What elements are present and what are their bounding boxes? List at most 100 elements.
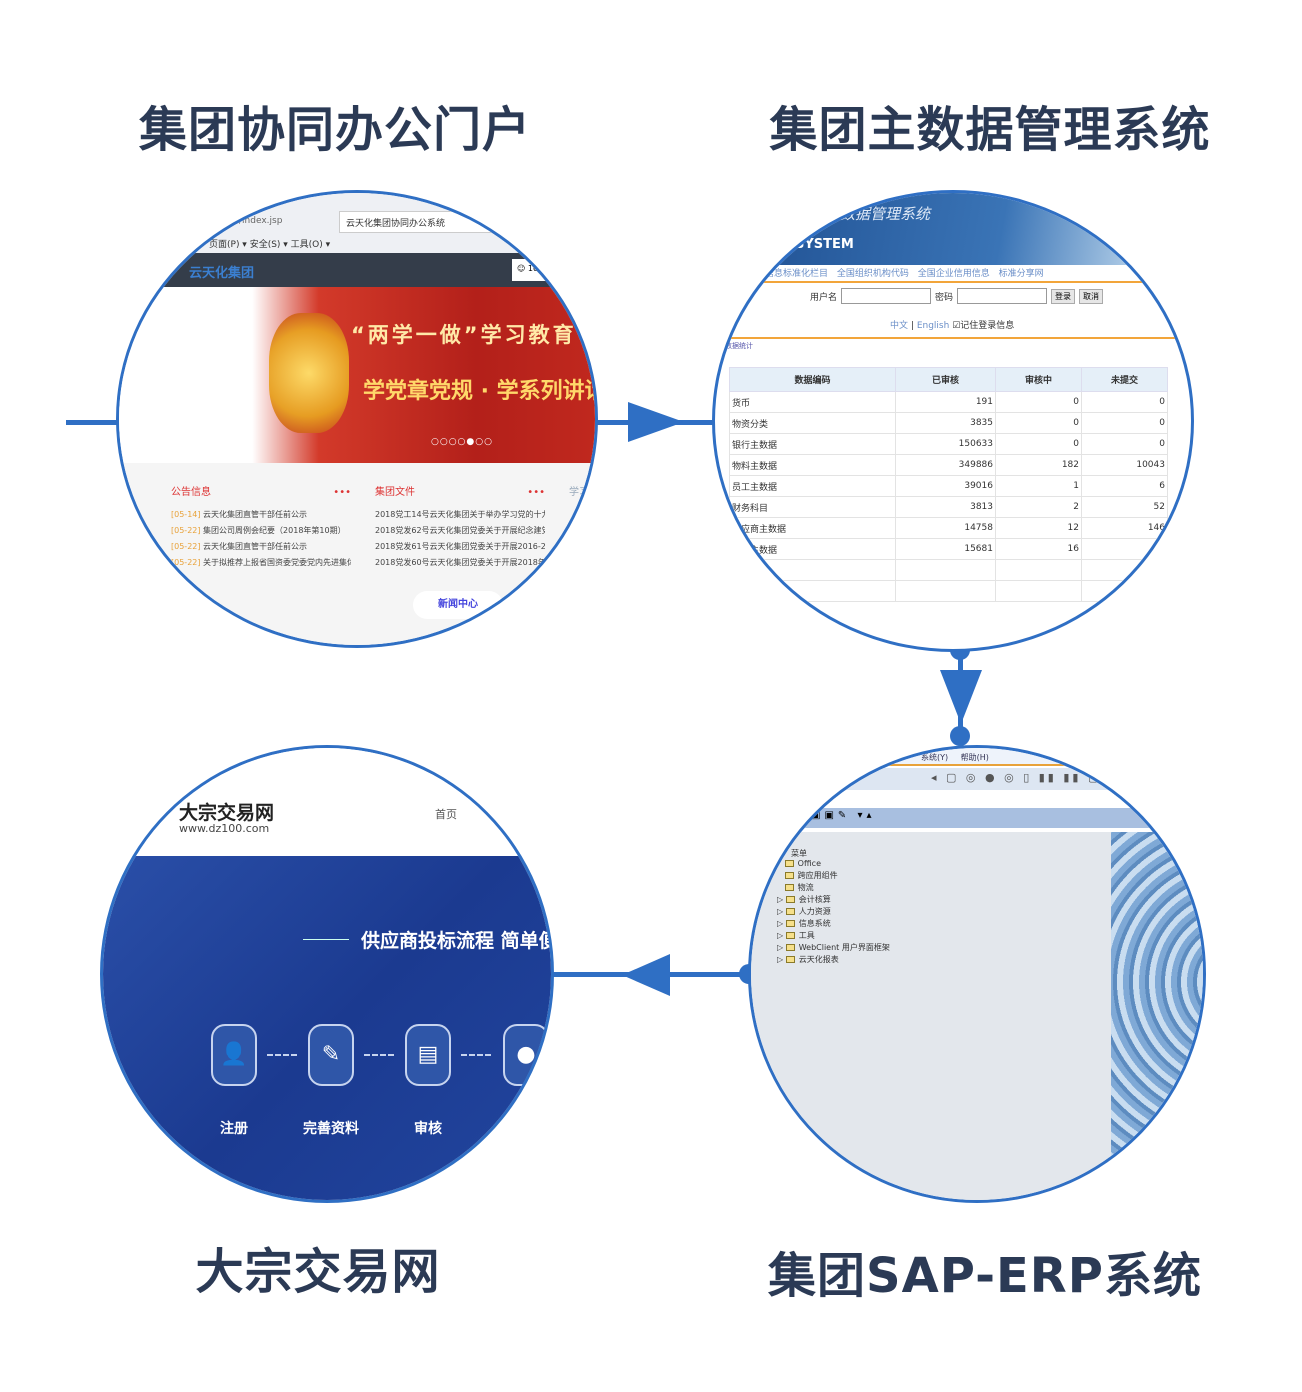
folder-icon — [784, 872, 794, 879]
lang-cn-link[interactable]: 中文 — [890, 321, 909, 331]
table-cell: 0 — [1081, 433, 1168, 455]
top-links: 信息标准化栏目 全国组织机构代码 全国企业信用信息 标准分享网 — [765, 266, 1044, 279]
link[interactable]: 标准分享网 — [998, 269, 1044, 279]
table-cell: 员工主数据 — [729, 475, 896, 497]
link[interactable]: 全国组织机构代码 — [836, 269, 909, 279]
nav-home[interactable]: 首页 — [435, 808, 457, 821]
folder-icon — [785, 944, 795, 951]
banner[interactable] — [119, 287, 595, 463]
list-item[interactable]: 2018党工14号云天化集团关于举办学习党的十九大... — [375, 510, 545, 519]
tree-item[interactable]: Office — [777, 858, 890, 870]
table-cell: 15681 — [895, 538, 996, 560]
remember-checkbox[interactable]: ☑记住登录信息 — [952, 321, 1015, 331]
site-url: www.dz100.com — [179, 822, 270, 835]
table-cell: 2 — [995, 496, 1082, 518]
list-item[interactable]: [05-22] 云天化集团直管干部任前公示 — [171, 542, 308, 551]
tree-item[interactable]: ▷ WebClient 用户界面框架 — [777, 943, 890, 952]
table-cell: 10043 — [1081, 454, 1168, 476]
sap-menu-tree — [751, 832, 1111, 1200]
step-label: 注册 — [220, 1121, 248, 1137]
table-cell: 0 — [995, 433, 1082, 455]
table-cell: 1 — [995, 475, 1082, 497]
browser-menu[interactable]: 页面(P) ▾ 安全(S) ▾ 工具(O) ▾ — [209, 240, 331, 250]
edit-profile-icon[interactable]: ✎ — [308, 1024, 354, 1086]
tree-list: Office 跨应用组件 物流▷ 会计核算 ▷ 人力资源 ▷ 信息系统 ▷ 工具 ▷ W… — [777, 858, 890, 966]
login-button[interactable]: 登录 — [1051, 288, 1076, 304]
folder-icon — [785, 932, 795, 939]
mouse-icon[interactable]: ● — [503, 1024, 549, 1086]
list-item[interactable]: 2018党发62号云天化集团党委关于开展纪念建党9... — [375, 526, 545, 535]
title-sap-erp: 集团SAP-ERP系统 — [768, 1248, 1202, 1304]
password-input[interactable] — [957, 288, 1048, 304]
table-cell: 供应商主数据 — [729, 517, 896, 539]
title-bulk-trade: 大宗交易网 — [195, 1244, 441, 1300]
table-cell: 0 — [995, 412, 1082, 434]
sap-spacer — [751, 790, 1203, 808]
step-label: 审核 — [414, 1121, 442, 1137]
folder-icon — [784, 884, 794, 891]
tree-item[interactable]: ▷ 工具 — [777, 931, 815, 940]
table-header-row: 数据编码 已审核 审核中 未提交 — [729, 367, 1168, 392]
news-center-button[interactable]: 新闻中心 — [413, 591, 503, 619]
list-item[interactable]: [05-14] 云天化集团直管干部任前公示 — [171, 510, 308, 519]
tree-item[interactable]: ▷ 信息系统 — [777, 919, 831, 928]
more-icon[interactable]: ••• — [333, 487, 351, 498]
lang-en-link[interactable]: English — [916, 321, 950, 331]
folder-icon — [785, 956, 795, 963]
register-user-icon[interactable]: 👤 — [211, 1024, 257, 1086]
table-row-empty — [729, 580, 1168, 602]
carousel-dots[interactable]: ○○○○●○○ — [431, 437, 493, 447]
site-logo: 云天化集团 — [189, 266, 255, 281]
tree-item[interactable]: 跨应用组件 — [777, 870, 890, 882]
list-item[interactable]: 2018党发61号云天化集团党委关于开展2016-2017... — [375, 542, 545, 551]
tree-item[interactable]: 物流 — [777, 882, 890, 894]
table-cell: 0 — [995, 391, 1082, 413]
list-item[interactable]: [05-22] 集团公司周例会纪要（2018年第10期） — [171, 526, 346, 535]
tree-item[interactable]: ▷ 会计核算 — [777, 895, 831, 904]
table-cell: 3813 — [895, 496, 996, 518]
arrow-left-icon — [622, 954, 670, 996]
folder-icon — [785, 896, 795, 903]
sap-menu-bar[interactable]: 系统(Y) 帮助(H) — [751, 748, 1203, 766]
link[interactable]: 全国企业信用信息 — [917, 269, 990, 279]
table-cell: 银行主数据 — [729, 433, 896, 455]
sap-app-toolbar[interactable]: ▣▣✎ ▾▴ — [751, 808, 1203, 828]
list-item[interactable]: [05-22] 关于拟推荐上报省国资委党委党内先进集体和... — [171, 558, 351, 567]
header-en: SYSTEM — [795, 237, 854, 252]
col-header: 数据编码 — [729, 367, 896, 392]
sap-toolbar[interactable]: ◂ ▢ ◎ ● ◎ ▯ ▮▮ ▮▮ ▢▢▢▢ — [751, 768, 1203, 790]
table-cell — [1081, 538, 1168, 560]
col-header: 未提交 — [1081, 367, 1168, 392]
tree-item[interactable]: ▷ 云天化报表 — [777, 955, 839, 964]
more-icon[interactable]: ••• — [527, 487, 545, 498]
table-cell: 物料主数据 — [729, 454, 896, 476]
review-document-icon[interactable]: ▤ — [405, 1024, 451, 1086]
site-logo[interactable]: 大宗交易网 — [179, 802, 275, 824]
table-cell: 39016 — [895, 475, 996, 497]
username-label: 用户名 — [810, 292, 838, 303]
user-box[interactable]: ☺ 100 — [512, 259, 572, 281]
header-cn: 主数据管理系统 — [825, 205, 931, 223]
browser-tab[interactable]: 云天化集团协同办公系统 — [339, 211, 539, 233]
cancel-button[interactable]: 取消 — [1079, 288, 1104, 304]
username-input[interactable] — [841, 288, 932, 304]
stat-link[interactable]: 数据统计 — [725, 342, 753, 350]
arrow-right-icon — [628, 402, 684, 442]
table-cell: 12 — [995, 517, 1082, 539]
connector-dot — [950, 726, 970, 746]
link[interactable]: 信息标准化栏目 — [765, 269, 829, 279]
tree-item[interactable]: ▷ 人力资源 — [777, 907, 831, 916]
list-item[interactable]: 2018党发60号云天化集团党委关于开展2018年度... — [375, 558, 545, 567]
table-cell: 191 — [895, 391, 996, 413]
step-connector — [461, 1054, 491, 1056]
folder-icon — [784, 860, 794, 867]
address-bar[interactable]: /index.jsp — [239, 216, 283, 226]
